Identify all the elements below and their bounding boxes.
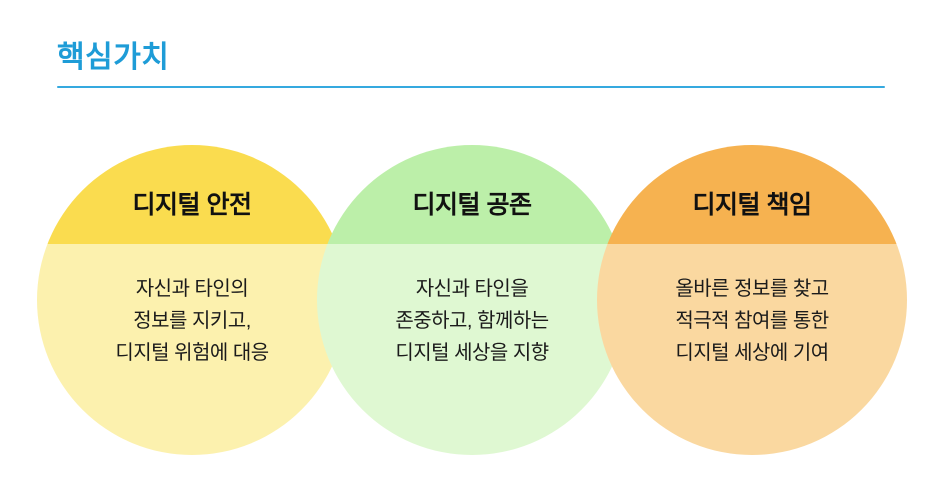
- title-underline: [57, 86, 885, 88]
- circle-body-digital-safety: 자신과 타인의 정보를 지키고, 디지털 위험에 대응: [115, 278, 269, 364]
- value-circle-digital-safety: 디지털 안전 자신과 타인의 정보를 지키고, 디지털 위험에 대응: [37, 145, 347, 455]
- circle-title-digital-coexistence: 디지털 공존: [412, 191, 532, 219]
- value-circle-digital-coexistence: 디지털 공존 자신과 타인을 존중하고, 함께하는 디지털 세상을 지향: [317, 145, 627, 455]
- circle-title-digital-responsibility: 디지털 책임: [692, 191, 812, 219]
- circle-title-digital-safety: 디지털 안전: [132, 191, 252, 219]
- circle-body-digital-coexistence: 자신과 타인을 존중하고, 함께하는 디지털 세상을 지향: [395, 278, 549, 364]
- header: 핵심가치: [57, 40, 885, 88]
- page-title: 핵심가치: [57, 41, 170, 74]
- value-circle-digital-responsibility: 디지털 책임 올바른 정보를 찾고 적극적 참여를 통한 디지털 세상에 기여: [597, 145, 907, 455]
- circle-body-digital-responsibility: 올바른 정보를 찾고 적극적 참여를 통한 디지털 세상에 기여: [675, 278, 829, 364]
